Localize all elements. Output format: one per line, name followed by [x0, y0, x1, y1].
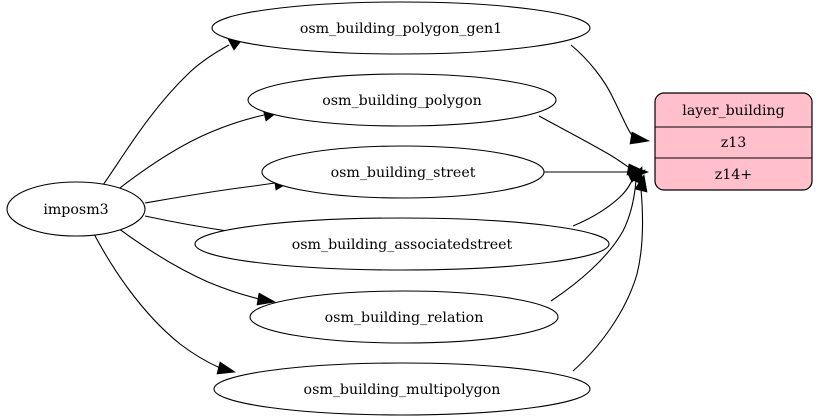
node-imposm3-label: imposm3: [43, 202, 108, 218]
edge-osm-building-polygon-to-layer-z14plus: [538, 115, 648, 176]
node-osm-building-relation[interactable]: osm_building_relation: [249, 290, 559, 344]
edge-imposm3-to-osm-building-multipolygon: [93, 233, 236, 375]
node-osm-building-polygon-label: osm_building_polygon: [322, 93, 482, 109]
edge-imposm3-to-osm-building-polygon-gen1: [102, 35, 246, 186]
layer-building-zoom-z13[interactable]: z13: [721, 135, 747, 151]
layer-building-box: [654, 92, 813, 191]
edge-imposm3-to-osm-building-relation: [117, 227, 277, 306]
layer-building-zoom-z14plus[interactable]: z14+: [715, 167, 752, 183]
edge-osm-building-multipolygon-to-layer-z14plus: [572, 174, 648, 372]
node-layer-building-record[interactable]: layer_building z13 z14+: [654, 92, 813, 191]
edge-group-tables-to-layer: [538, 44, 651, 372]
edge-osm-building-polygon-gen1-to-layer-z13: [570, 44, 651, 145]
node-osm-building-polygon-gen1-label: osm_building_polygon_gen1: [300, 21, 502, 37]
node-group: imposm3 osm_building_polygon_gen1 osm_bu…: [6, 1, 610, 416]
layer-building-title: layer_building: [682, 103, 784, 119]
edge-osm-building-relation-to-layer-z14plus: [550, 166, 643, 302]
node-osm-building-multipolygon[interactable]: osm_building_multipolygon: [213, 362, 591, 416]
edge-imposm3-to-osm-building-polygon: [115, 108, 281, 192]
node-osm-building-street-label: osm_building_street: [331, 165, 476, 181]
node-imposm3[interactable]: imposm3: [6, 181, 146, 237]
node-osm-building-polygon[interactable]: osm_building_polygon: [247, 73, 557, 127]
node-osm-building-polygon-gen1[interactable]: osm_building_polygon_gen1: [211, 1, 591, 55]
node-osm-building-street[interactable]: osm_building_street: [261, 145, 545, 199]
node-osm-building-associatedstreet-label: osm_building_associatedstreet: [292, 237, 513, 253]
node-osm-building-relation-label: osm_building_relation: [325, 310, 484, 326]
node-osm-building-multipolygon-label: osm_building_multipolygon: [304, 382, 501, 398]
node-osm-building-associatedstreet[interactable]: osm_building_associatedstreet: [194, 217, 610, 271]
